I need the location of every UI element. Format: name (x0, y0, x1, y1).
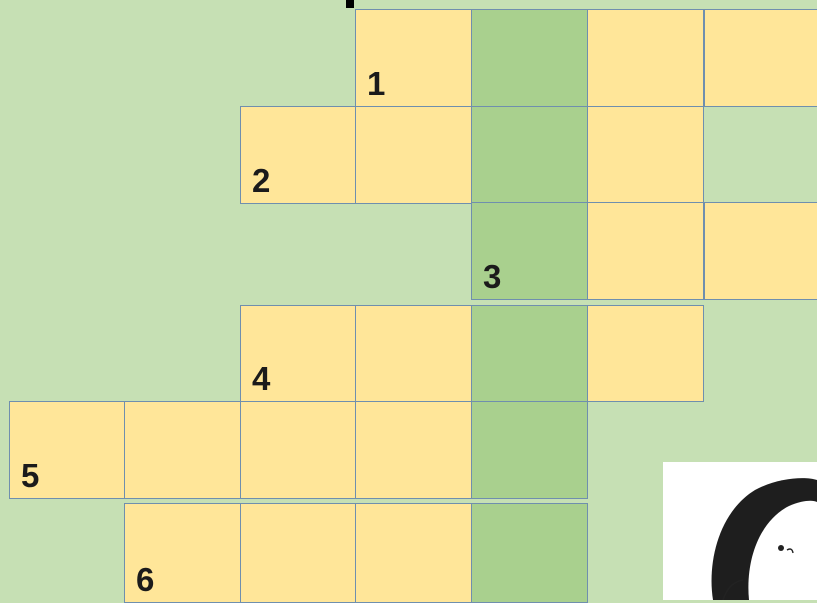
crossword-cell[interactable] (471, 9, 588, 107)
crossword-cell[interactable] (240, 401, 357, 499)
crossword-cell[interactable]: 6 (124, 503, 241, 603)
crossword-cell[interactable] (240, 503, 357, 603)
crossword-cell[interactable] (355, 401, 472, 499)
clue-number: 2 (252, 164, 270, 197)
crossword-cell[interactable]: 1 (355, 9, 472, 107)
clue-number: 5 (21, 459, 39, 492)
crossword-cell[interactable] (704, 9, 817, 107)
crossword-cell[interactable] (355, 106, 472, 204)
crossword-cell[interactable] (587, 305, 704, 402)
clue-number: 1 (367, 67, 385, 100)
crossword-cell[interactable] (587, 9, 704, 107)
crossword-cell[interactable] (704, 202, 817, 300)
crossword-cell[interactable] (471, 401, 588, 499)
crossword-cell[interactable] (471, 106, 588, 204)
cartoon-character-icon (663, 462, 817, 600)
cartoon-illustration (663, 462, 817, 600)
clue-number: 3 (483, 260, 501, 293)
crossword-cell[interactable] (471, 503, 588, 603)
crossword-cell[interactable] (124, 401, 241, 499)
crossword-cell[interactable]: 3 (471, 202, 588, 300)
crossword-cell[interactable] (587, 202, 704, 300)
crossword-cell[interactable] (355, 305, 472, 402)
crossword-cell[interactable]: 4 (240, 305, 357, 402)
crossword-cell[interactable]: 5 (9, 401, 126, 499)
crossword-cell[interactable] (355, 503, 472, 603)
clue-number: 4 (252, 362, 270, 395)
crossword-cell[interactable] (587, 106, 704, 204)
clue-number: 6 (136, 563, 154, 596)
crossword-cell[interactable] (471, 305, 588, 402)
title-fragment (346, 0, 354, 8)
crossword-cell[interactable]: 2 (240, 106, 357, 204)
